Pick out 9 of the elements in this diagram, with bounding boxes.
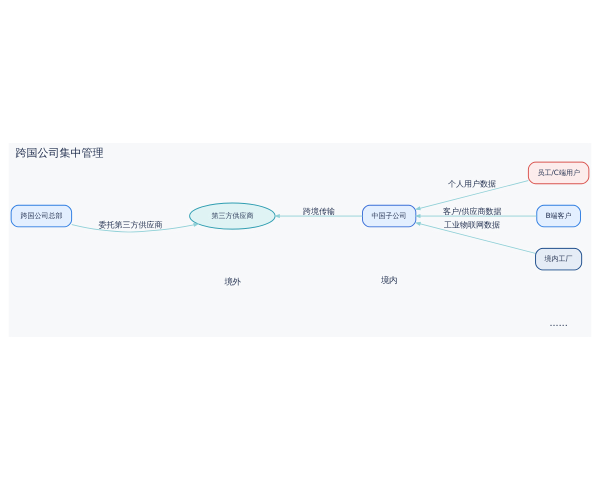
arrow [414,180,529,210]
arrow [71,222,200,232]
diagram-title: 跨国公司集中管理 [15,146,104,160]
arrow [274,214,363,218]
arrow [414,214,538,218]
label: 境内 [381,274,398,285]
label: 境外 [224,276,240,287]
label: ...... [549,318,568,330]
arrow [414,222,536,254]
